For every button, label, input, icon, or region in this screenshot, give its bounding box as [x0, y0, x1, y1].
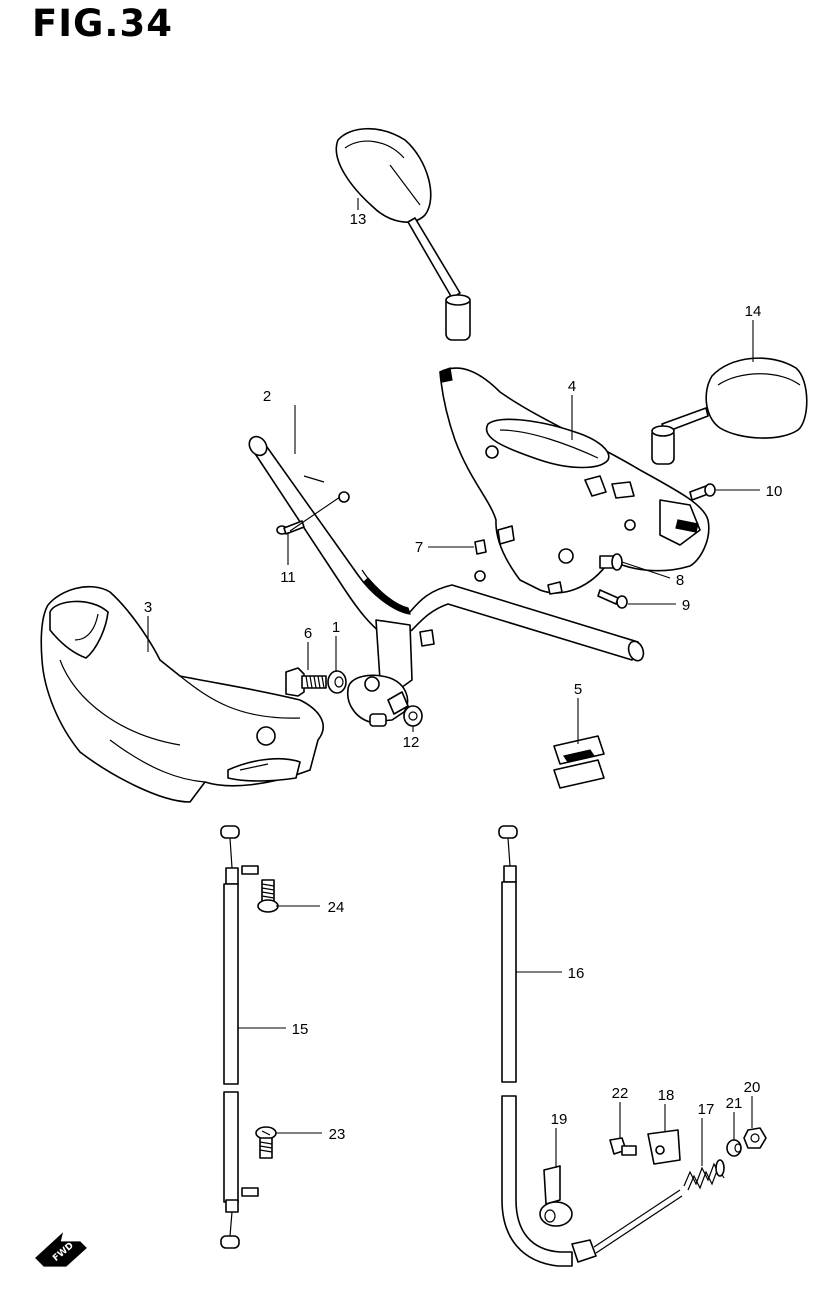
screw-9: [597, 589, 628, 609]
callout-24: 24: [328, 899, 345, 916]
plate-18: [647, 1129, 681, 1165]
callout-6: 6: [304, 625, 312, 642]
nut-7: [474, 539, 487, 555]
spring-17: [683, 1159, 725, 1191]
handlebar-cover-front: [40, 585, 324, 803]
figure-title: FIG.34: [32, 2, 173, 45]
collar-21: [726, 1139, 742, 1157]
callout-7: 7: [415, 539, 423, 556]
callout-2: 2: [263, 388, 271, 405]
leader-lines: [147, 198, 760, 1168]
screw-8: [599, 553, 623, 571]
steering-handlebar: [248, 435, 645, 727]
leader-11: [287, 496, 341, 565]
screw-24: [257, 879, 279, 913]
callout-20: 20: [744, 1079, 761, 1096]
callout-11: 11: [280, 569, 296, 586]
handlebar-cover-rear: [439, 367, 710, 594]
nut-20: [743, 1127, 767, 1149]
callout-19: 19: [551, 1111, 568, 1128]
callout-4: 4: [568, 378, 576, 395]
callout-14: 14: [745, 303, 762, 320]
washer-12: [403, 705, 423, 727]
leader-8: [621, 561, 671, 579]
callout-21: 21: [726, 1095, 743, 1112]
right-mirror: [651, 357, 808, 465]
screw-23: [255, 1126, 277, 1159]
callout-22: 22: [612, 1085, 629, 1102]
callout-15: 15: [292, 1021, 309, 1038]
callout-18: 18: [658, 1087, 675, 1104]
callout-5: 5: [574, 681, 582, 698]
cable-15: [220, 825, 259, 1249]
bolt-6: [285, 667, 327, 697]
screw-10: [689, 483, 716, 501]
callout-13: 13: [350, 211, 367, 228]
callout-1: 1: [332, 619, 340, 636]
emblem-5: [553, 735, 605, 789]
screw-11: [276, 520, 305, 535]
callout-labels: 13 14 4 2 10 11 7 8 9 3 6 1 12 5 24 15 2…: [144, 211, 783, 1143]
fwd-arrow-icon: FWD: [35, 1232, 87, 1267]
callout-10: 10: [766, 483, 783, 500]
callout-12: 12: [403, 734, 420, 751]
clip-under-cover: [547, 581, 563, 595]
washer-1: [327, 670, 347, 694]
callout-23: 23: [329, 1126, 346, 1143]
callout-3: 3: [144, 599, 152, 616]
cable-16: [498, 825, 683, 1267]
callout-8: 8: [676, 572, 684, 589]
left-mirror: [335, 128, 471, 341]
holder-19: [539, 1165, 573, 1227]
callout-16: 16: [568, 965, 585, 982]
callout-17: 17: [698, 1101, 715, 1118]
bolt-22: [609, 1137, 637, 1156]
callout-9: 9: [682, 597, 690, 614]
